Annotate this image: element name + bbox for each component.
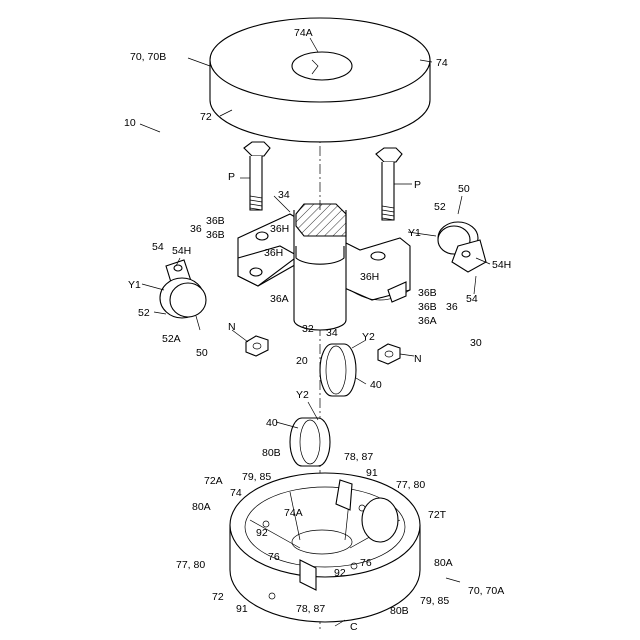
label-axis-c: C (350, 621, 358, 633)
nut-right (378, 344, 400, 364)
label-plug-l-52a: 52A (162, 333, 181, 345)
label-plug-r-54h: 54H (492, 259, 511, 271)
label-assembly: 10 (124, 117, 136, 129)
label-base-76-left: 76 (268, 551, 280, 563)
label-nut-right: N (414, 353, 422, 365)
label-clamp-34-top: 34 (278, 189, 290, 201)
label-shaft-20: 20 (296, 355, 308, 367)
label-hole-36h-2: 36H (264, 247, 283, 259)
label-base-79-85-top: 79, 85 (242, 471, 271, 483)
label-unit-30: 30 (470, 337, 482, 349)
label-base-72t: 72T (428, 509, 447, 521)
label-right-36: 36 (446, 301, 458, 313)
label-base-ref: 70, 70A (468, 585, 504, 597)
label-roller-y2-bottom: Y2 (296, 389, 309, 401)
label-base-74a: 74A (284, 507, 303, 519)
label-base-77-80-bottom: 77, 80 (176, 559, 205, 571)
label-ring-top-72: 72 (200, 111, 212, 123)
label-base-80a-right: 80A (434, 557, 453, 569)
label-hole-36h-1: 36H (270, 223, 289, 235)
label-base-92-bottom: 92 (334, 567, 346, 579)
label-plug-l-52: 52 (138, 307, 150, 319)
label-base-77-80-top: 77, 80 (396, 479, 425, 491)
label-base-80b-bottom: 80B (390, 605, 409, 617)
label-clamp-36: 36 (190, 223, 202, 235)
label-hole-36h-3: 36H (360, 271, 379, 283)
label-plug-r-54: 54 (466, 293, 478, 305)
label-plug-l-50: 50 (196, 347, 208, 359)
label-nut-left: N (228, 321, 236, 333)
label-bolt-left: P (228, 171, 235, 183)
label-plug-l-54h: 54H (172, 245, 191, 257)
label-base-91-top: 91 (366, 467, 378, 479)
label-base-80a-left: 80A (192, 501, 211, 513)
label-hole-36a-left: 36A (270, 293, 289, 305)
roller-top (320, 344, 356, 396)
label-clamp-36b-2: 36B (206, 229, 225, 241)
label-ring-top-hole: 74A (294, 27, 313, 39)
label-base-91-bottom: 91 (236, 603, 248, 615)
label-right-36b-2: 36B (418, 301, 437, 313)
label-right-36a: 36A (418, 315, 437, 327)
label-base-78-87-bottom: 78, 87 (296, 603, 325, 615)
base-ring-part (230, 473, 420, 622)
clamp-unit (238, 204, 410, 330)
label-clamp-34-bottom: 34 (326, 327, 338, 339)
label-ring-top-ref: 70, 70B (130, 51, 166, 63)
label-roller-y2-top: Y2 (362, 331, 375, 343)
top-ring-part (210, 18, 430, 142)
label-roller-40-top: 40 (370, 379, 382, 391)
label-base-72: 72 (212, 591, 224, 603)
plug-left (160, 260, 206, 318)
plug-right (438, 222, 486, 272)
label-base-92-left: 92 (256, 527, 268, 539)
label-plug-l-y1: Y1 (128, 279, 141, 291)
bolt-left (244, 142, 270, 210)
label-base-78-87-top: 78, 87 (344, 451, 373, 463)
label-plug-r-52: 52 (434, 201, 446, 213)
label-base-79-85-bottom: 79, 85 (420, 595, 449, 607)
label-right-36b-1: 36B (418, 287, 437, 299)
roller-bottom (290, 418, 330, 466)
label-plug-r-50: 50 (458, 183, 470, 195)
label-roller-40-bottom: 40 (266, 417, 278, 429)
label-shaft-32: 32 (302, 323, 314, 335)
label-bolt-right: P (414, 179, 421, 191)
label-ring-top-74: 74 (436, 57, 448, 69)
label-base-74: 74 (230, 487, 242, 499)
label-base-72a: 72A (204, 475, 223, 487)
label-base-80b-top: 80B (262, 447, 281, 459)
label-plug-r-y1: Y1 (408, 227, 421, 239)
label-plug-l-54: 54 (152, 241, 164, 253)
label-base-76-right: 76 (360, 557, 372, 569)
label-clamp-36b-1: 36B (206, 215, 225, 227)
nut-left (246, 336, 268, 356)
